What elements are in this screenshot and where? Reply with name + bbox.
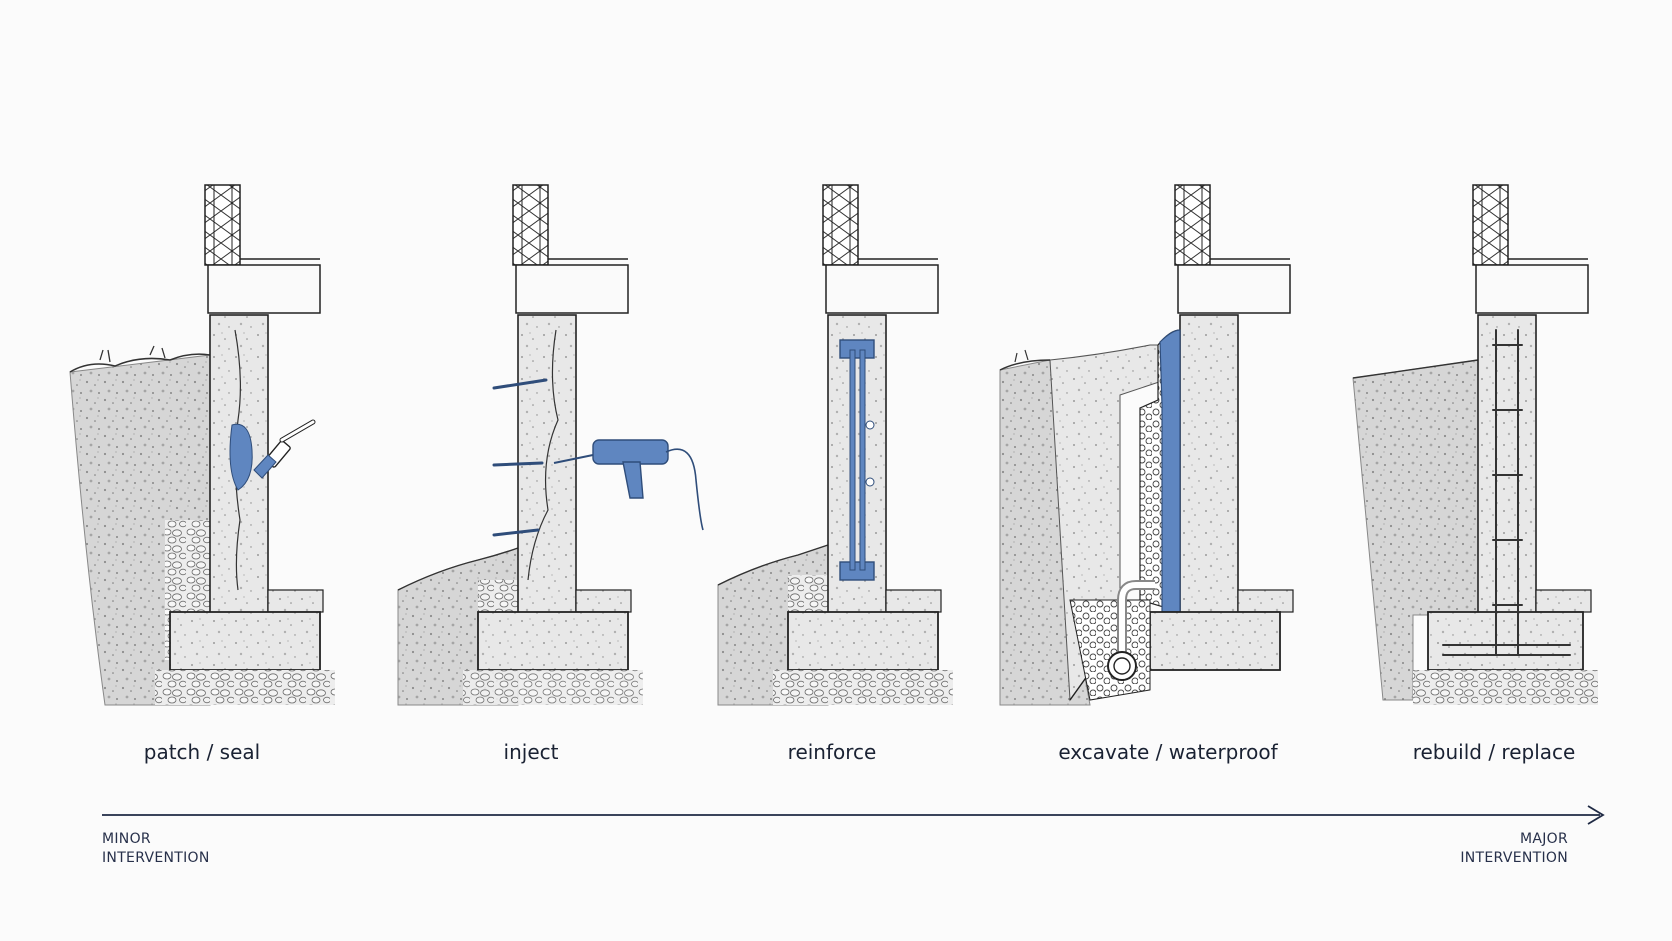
drain-pipe-icon	[1107, 580, 1155, 681]
injection-port-icon	[492, 378, 548, 537]
stage-label-inject: inject	[503, 740, 559, 764]
steel-brace-icon	[839, 339, 875, 581]
injection-gun-icon	[553, 439, 704, 531]
rebar-cage-icon	[1442, 329, 1571, 656]
stage-excavate-waterproof	[999, 184, 1294, 706]
intervention-scale-arrow	[102, 805, 1605, 825]
stage-label-reinforce: reinforce	[787, 740, 877, 764]
stage-rebuild-replace	[1352, 184, 1598, 705]
stage-reinforce	[717, 184, 953, 706]
stage-label-patch-seal: patch / seal	[143, 740, 261, 764]
scale-start-label: MINOR INTERVENTION	[102, 831, 210, 866]
scale-end-label: MAJOR INTERVENTION	[1460, 831, 1568, 866]
stage-label-rebuild-replace: rebuild / replace	[1412, 740, 1576, 764]
paint-brush-icon	[253, 419, 316, 479]
stage-inject	[397, 184, 704, 706]
stage-label-excavate-waterproof: excavate / waterproof	[1058, 740, 1278, 764]
stage-patch-seal	[69, 184, 335, 706]
